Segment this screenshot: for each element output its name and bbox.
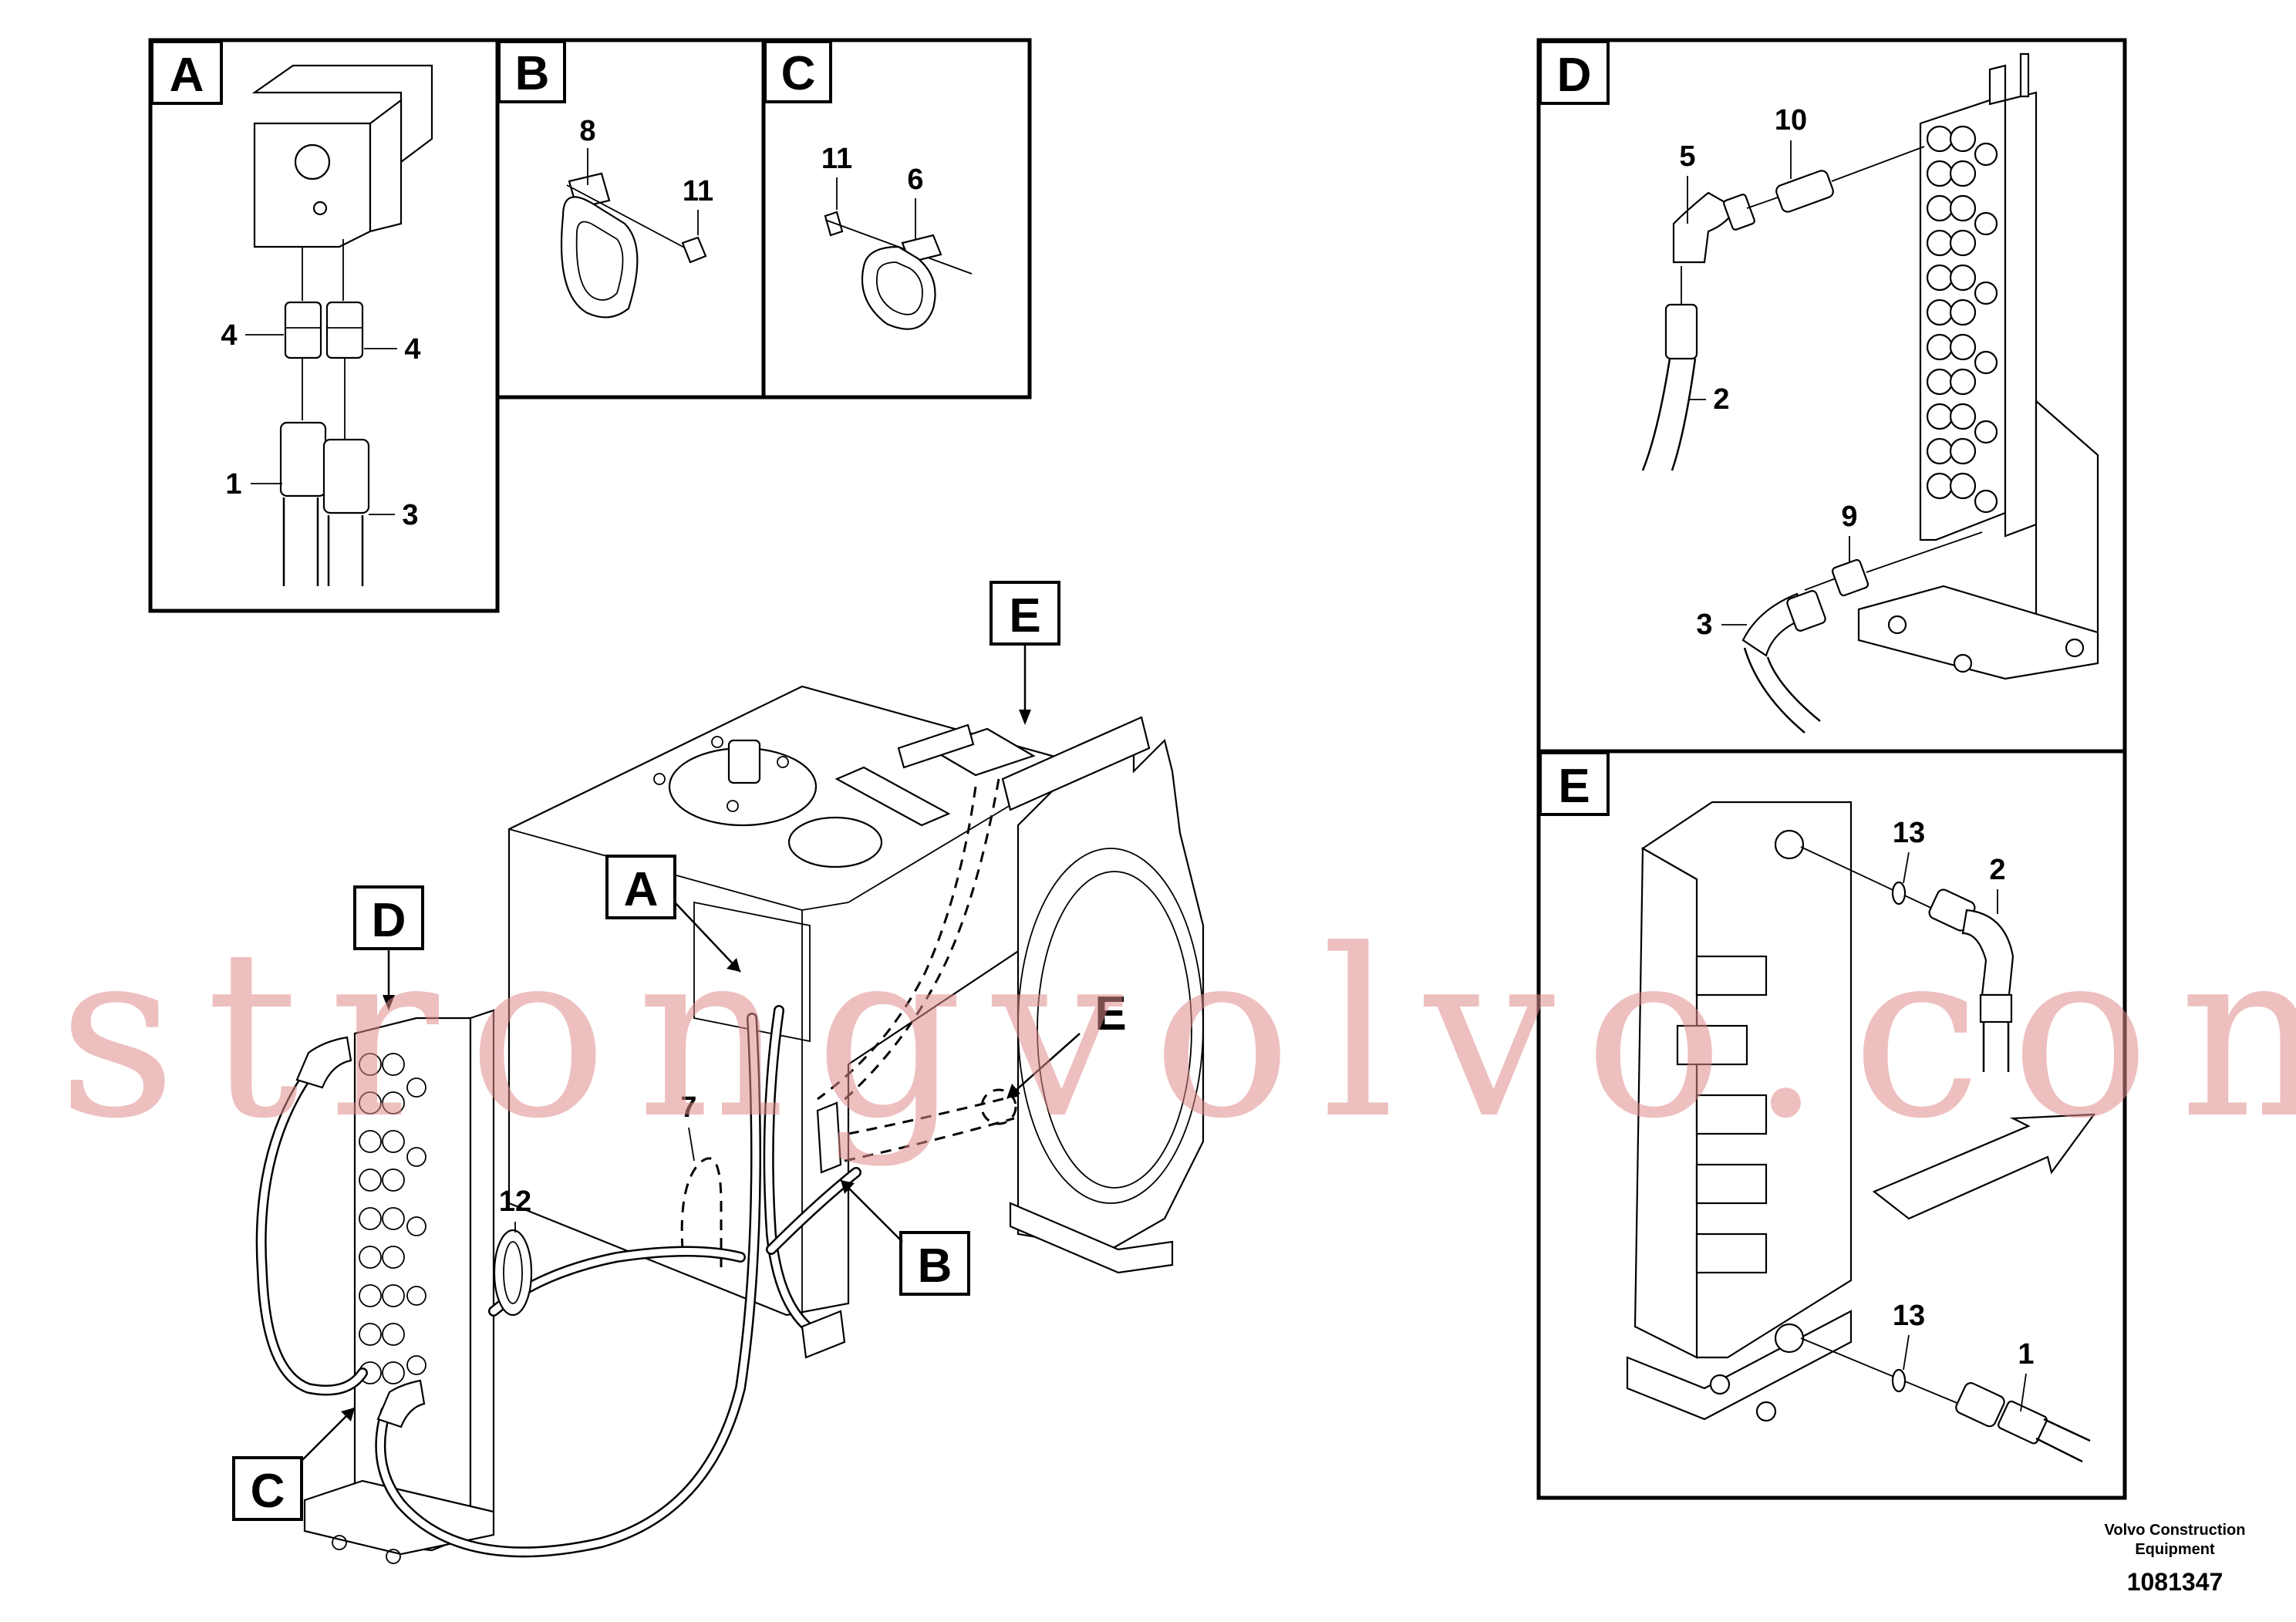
label-10: 10 — [1775, 104, 1807, 137]
credit-line-1: Volvo Construction — [2105, 1522, 2246, 1539]
hoses-main — [255, 1005, 861, 1558]
label-3: 3 — [402, 499, 418, 531]
detail-b-tag — [497, 40, 566, 103]
airflow-arrow-icon — [1872, 1113, 2096, 1220]
clamp-c — [824, 211, 973, 330]
o-ring-top — [1891, 881, 1907, 905]
label-1-e: 1 — [2018, 1338, 2034, 1371]
clamp-b — [560, 172, 707, 319]
main-tag-e-mid-letter: E — [1094, 987, 1126, 1040]
detail-b: B 8 11 — [495, 38, 766, 400]
label-11-c: 11 — [821, 143, 852, 175]
main-tag-b — [899, 1231, 970, 1296]
label-5: 5 — [1679, 140, 1695, 173]
detail-c-frame — [761, 38, 1032, 400]
label-2-e: 2 — [1989, 854, 2005, 886]
label-4-right: 4 — [404, 333, 420, 366]
document-number: 1081347 — [2127, 1568, 2224, 1596]
cooler-frame — [927, 716, 1205, 1274]
hose-end-e-bottom — [1955, 1382, 2091, 1463]
detail-a: A 4 4 1 3 — [148, 38, 500, 613]
hose-ends-a — [279, 421, 370, 586]
detail-c: C 11 6 — [761, 38, 1032, 400]
clamp-main — [816, 1101, 842, 1174]
label-9: 9 — [1841, 501, 1857, 533]
elbow-main-bottom — [376, 1379, 426, 1428]
main-assembly: A B C D E E 7 12 — [232, 581, 1205, 1564]
detail-a-tag — [150, 40, 223, 105]
label-8: 8 — [579, 115, 595, 147]
credit-block: Volvo Construction Equipment 1081347 — [2105, 1522, 2246, 1596]
detail-e: E 13 2 — [1536, 749, 2127, 1500]
detail-d-tag — [1539, 40, 1610, 105]
o-ring-bottom — [1891, 1368, 1907, 1393]
main-tag-a-letter: A — [624, 863, 659, 916]
detail-e-tag — [1539, 751, 1610, 816]
credit-line-2: Equipment — [2135, 1541, 2215, 1558]
label-11-b: 11 — [683, 175, 713, 207]
watermark-text: strongvolvo.com — [58, 900, 2296, 1169]
label-4-left: 4 — [221, 319, 237, 352]
main-tag-d-letter: D — [372, 894, 406, 947]
hydraulic-tank — [507, 685, 1081, 1317]
detail-d: D — [1536, 38, 2127, 754]
label-2-d: 2 — [1713, 383, 1729, 416]
detail-e-letter: E — [1558, 760, 1590, 813]
label-12: 12 — [499, 1185, 531, 1218]
detail-d-letter: D — [1557, 49, 1592, 102]
valve-sections-d — [1926, 125, 1998, 514]
dashed-hose-mid-2 — [844, 1117, 1015, 1162]
main-tag-b-letter: B — [918, 1239, 952, 1293]
detail-e-frame — [1536, 749, 2127, 1500]
adapter-fittings — [284, 301, 364, 359]
main-tag-a — [605, 855, 676, 919]
dashed-hose-upper — [840, 778, 1000, 1104]
label-6: 6 — [907, 164, 923, 196]
label-13-top: 13 — [1893, 817, 1925, 849]
dashed-hose-lower — [817, 786, 977, 1101]
elbow-fitting-d-bottom — [1741, 531, 1983, 733]
main-tag-c-letter: C — [251, 1465, 285, 1518]
main-tag-e-top — [990, 581, 1060, 646]
elbow-fitting-d-top — [1641, 146, 1925, 471]
bracket-block — [251, 64, 433, 248]
label-3-d: 3 — [1696, 609, 1712, 641]
dashed-hose-mid — [848, 1094, 1019, 1135]
detail-c-tag — [764, 40, 832, 103]
detail-c-letter: C — [781, 47, 816, 100]
label-1: 1 — [225, 468, 241, 501]
oil-cooler-e — [1626, 801, 1853, 1422]
label-7: 7 — [680, 1091, 696, 1124]
label-13-bottom: 13 — [1893, 1300, 1925, 1332]
elbow-main-top — [295, 1036, 352, 1089]
main-tag-c — [232, 1456, 303, 1521]
hose-end-e-top — [1928, 889, 2014, 1072]
detail-b-letter: B — [515, 47, 550, 100]
detail-a-letter: A — [170, 49, 204, 102]
main-tag-e-top-letter: E — [1009, 589, 1040, 642]
grommet-12 — [493, 1229, 533, 1317]
